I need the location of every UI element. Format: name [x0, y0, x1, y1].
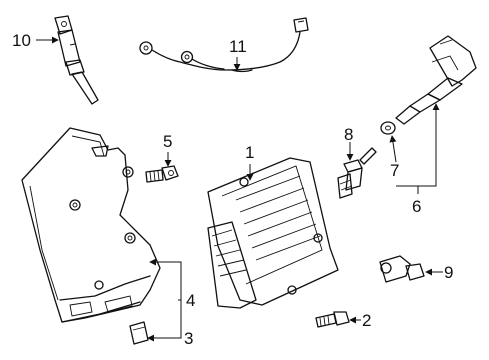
ignition-coil-right — [395, 35, 477, 125]
callout-10: 10 — [12, 31, 31, 50]
washer — [380, 121, 396, 135]
callout-6: 6 — [412, 197, 421, 216]
bolt-5 — [145, 165, 179, 183]
callout-8: 8 — [344, 125, 353, 144]
sensor — [379, 255, 425, 283]
callout-11: 11 — [229, 37, 247, 56]
callout-3: 3 — [184, 329, 193, 348]
wiring-harness — [139, 17, 309, 73]
engine-control-module — [207, 157, 339, 309]
callout-2: 2 — [362, 311, 371, 330]
bracket — [21, 127, 161, 323]
callout-7: 7 — [390, 161, 399, 180]
callout-4: 4 — [186, 291, 195, 310]
spark-plug — [337, 147, 377, 199]
callout-1: 1 — [245, 143, 254, 162]
callout-9: 9 — [444, 263, 453, 282]
clip-3 — [129, 321, 149, 345]
callout-5: 5 — [163, 132, 172, 151]
bolt-2 — [315, 311, 350, 328]
leader-lines — [36, 36, 443, 342]
ignition-coil-left — [54, 15, 99, 105]
